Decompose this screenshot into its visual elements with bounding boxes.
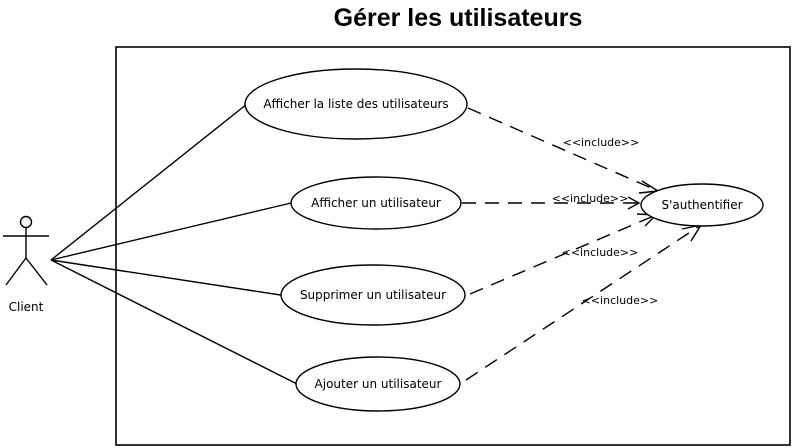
association-show [50, 202, 292, 261]
include-label-add: <<include>> [582, 294, 659, 307]
actor-head [19, 215, 33, 229]
use-case-label: S'authentifier [661, 198, 742, 212]
include-line-add [465, 224, 702, 381]
use-case-label: Supprimer un utilisateur [300, 288, 446, 302]
actor-label: Client [9, 300, 44, 314]
use-case-label: Afficher la liste des utilisateurs [263, 97, 448, 111]
arrowhead-show [627, 196, 641, 210]
use-case-list[interactable]: Afficher la liste des utilisateurs [244, 68, 468, 140]
use-case-auth[interactable]: S'authentifier [640, 183, 764, 227]
actor-right-leg [25, 257, 48, 286]
association-list [50, 103, 248, 261]
include-line-delete [469, 214, 657, 295]
association-delete [50, 259, 288, 297]
system-boundary [115, 46, 791, 446]
use-case-label: Ajouter un utilisateur [315, 377, 442, 391]
include-label-show: <<include>> [552, 192, 629, 205]
use-case-label: Afficher un utilisateur [311, 196, 441, 210]
diagram-title: Gérer les utilisateurs [334, 4, 583, 32]
use-case-show[interactable]: Afficher un utilisateur [290, 176, 462, 230]
include-label-delete: <<include>> [562, 246, 639, 259]
actor-left-leg [5, 257, 27, 286]
include-line-list [467, 107, 659, 192]
association-add [50, 259, 298, 385]
include-label-list: <<include>> [563, 136, 640, 149]
actor-client[interactable]: Client [3, 215, 49, 315]
use-case-add[interactable]: Ajouter un utilisateur [295, 356, 461, 412]
use-case-delete[interactable]: Supprimer un utilisateur [280, 264, 466, 326]
